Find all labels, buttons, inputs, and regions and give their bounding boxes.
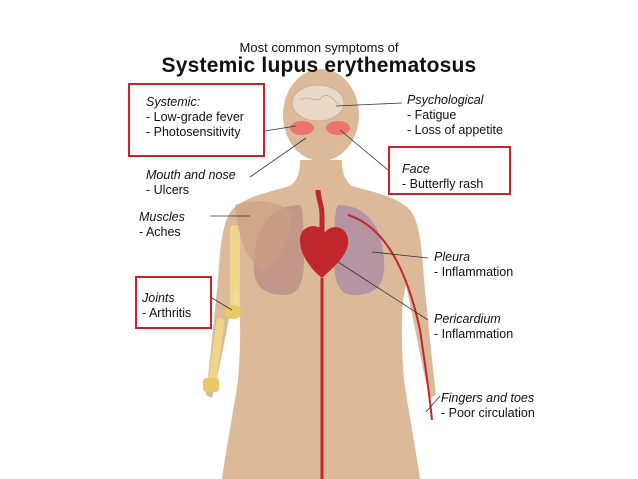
butterfly-rash-left: [290, 121, 314, 135]
label-pericardium-heading: Pericardium: [434, 312, 501, 326]
label-joints-heading: Joints: [142, 291, 175, 305]
label-face-heading: Face: [402, 162, 430, 176]
label-joints: Joints - Arthritis: [142, 291, 191, 321]
label-mouth-heading: Mouth and nose: [146, 168, 236, 182]
label-pleura-item: - Inflammation: [434, 265, 514, 279]
label-fingers-toes: Fingers and toes - Poor circulation: [441, 391, 535, 421]
brain: [291, 84, 345, 122]
face-highlight-box: [388, 146, 511, 195]
aorta: [315, 189, 325, 232]
label-systemic-heading: Systemic:: [146, 95, 201, 109]
label-face: Face - Butterfly rash: [402, 162, 483, 192]
label-systemic-item: - Low-grade fever: [146, 110, 244, 124]
label-fingers-item: - Poor circulation: [441, 406, 535, 420]
diagram-title: Systemic lupus erythematosus: [161, 54, 477, 77]
leader-lines: [210, 102, 441, 413]
label-psychological-heading: Psychological: [407, 93, 484, 107]
label-systemic: Systemic: - Low-grade fever - Photosensi…: [146, 95, 244, 140]
label-fingers-heading: Fingers and toes: [441, 391, 535, 405]
forearm-bone: [207, 318, 225, 390]
label-psychological: Psychological - Fatigue - Loss of appeti…: [407, 93, 503, 138]
diagram-subtitle: Most common symptoms of: [239, 40, 399, 55]
label-muscles-item: - Aches: [139, 225, 181, 239]
label-pericardium-item: - Inflammation: [434, 327, 514, 341]
label-joints-item: - Arthritis: [142, 306, 192, 320]
heart: [300, 226, 349, 278]
butterfly-rash-right: [326, 121, 350, 135]
elbow-joint: [224, 305, 242, 319]
label-pericardium: Pericardium - Inflammation: [434, 312, 513, 342]
label-psychological-item: - Loss of appetite: [407, 123, 503, 137]
label-mouth-item: - Ulcers: [146, 183, 190, 197]
label-pleura: Pleura - Inflammation: [434, 250, 513, 280]
label-muscles: Muscles - Aches: [139, 210, 185, 240]
shoulder-muscle: [235, 201, 292, 270]
joints-highlight-box: [135, 276, 212, 329]
arm-artery-right: [347, 214, 433, 421]
humerus-bone: [230, 225, 240, 310]
label-systemic-item: - Photosensitivity: [146, 125, 241, 139]
label-psychological-item: - Fatigue: [407, 108, 457, 122]
label-face-item: - Butterfly rash: [402, 177, 484, 191]
systemic-highlight-box: [128, 83, 265, 157]
label-muscles-heading: Muscles: [139, 210, 185, 224]
label-mouth-nose: Mouth and nose - Ulcers: [146, 168, 236, 198]
label-pleura-heading: Pleura: [434, 250, 471, 264]
